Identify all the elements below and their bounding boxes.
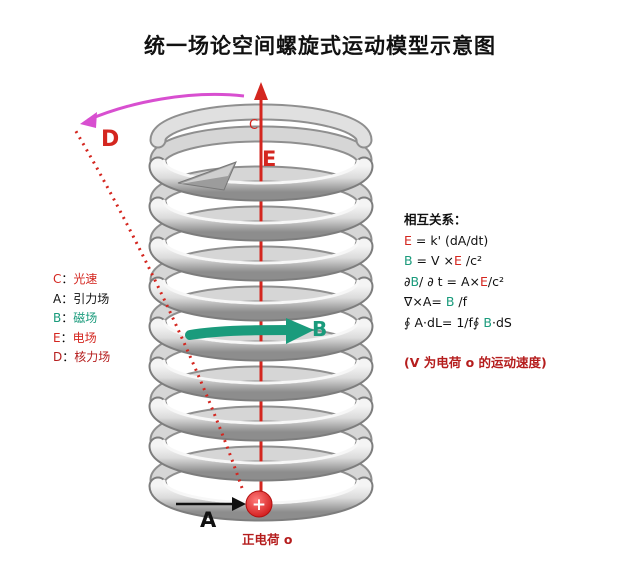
relation-text: ∇×A= [404, 294, 446, 309]
coil-front-tube [150, 358, 372, 400]
b-label: B [312, 317, 327, 341]
relation-text: ∮ A·dL= 1/f∮ [404, 314, 484, 330]
relation-3: ∂B/ ∂ t = A×E/c² [404, 272, 512, 293]
coil-highlight [162, 279, 360, 305]
symbol-e: E [404, 232, 412, 248]
legend-sep: ： [60, 330, 73, 345]
velocity-note: (V 为电荷 o 的运动速度) [404, 355, 547, 370]
coil-front-tube [150, 318, 372, 360]
legend-item-d: D：核力场 [53, 348, 110, 368]
charge-label: 正电荷 o [242, 532, 293, 547]
symbol-b: B [445, 294, 455, 309]
legend-text: 引力场 [73, 291, 110, 306]
coil-front-tube [150, 278, 372, 320]
legend-item-c: C：光速 [53, 270, 110, 290]
b-field-arrowhead [286, 318, 314, 344]
relation-text: = k' (dA/dt) [411, 232, 489, 248]
coil-front-tube [150, 238, 372, 280]
relation-text: /c² [487, 273, 505, 289]
legend-text: 磁场 [73, 311, 98, 325]
charge-plus-sign: + [252, 495, 266, 515]
diagram-title: 统一场论空间螺旋式运动模型示意图 [144, 34, 496, 58]
legend-sep: ： [62, 350, 75, 364]
e-field-arrowhead [254, 82, 268, 100]
coil-highlight [162, 439, 360, 465]
coil-front-tube [150, 398, 372, 440]
relation-4: ∇×A= B /f [404, 292, 512, 313]
relation-text: / ∂ t = A× [419, 273, 481, 289]
relation-text: ·dS [492, 314, 512, 330]
legend-key: D [53, 350, 63, 364]
relation-1: E = k' (dA/dt) [404, 231, 512, 252]
coil-front-tube [150, 158, 372, 200]
legend-item-b: B：磁场 [53, 309, 110, 329]
legend-item-a: A：引力场 [53, 290, 110, 310]
a-label: A [200, 508, 217, 532]
a-force-arrowhead [232, 497, 246, 511]
coil-highlight [162, 199, 360, 225]
coil-highlight [162, 399, 360, 425]
legend-text: 电场 [72, 330, 97, 345]
d-force-arc [87, 92, 245, 122]
d-dotted-path [72, 127, 244, 489]
symbol-b: B [404, 253, 413, 268]
coil-front-tube [150, 198, 372, 240]
legend: C：光速 A：引力场 B：磁场 E：电场 D：核力场 [53, 270, 110, 368]
relation-text: = V × [412, 253, 454, 268]
legend-text: 核力场 [74, 350, 111, 364]
symbol-b: B [410, 273, 420, 289]
relations-heading: 相互关系： [404, 212, 467, 227]
legend-sep: ： [61, 272, 74, 286]
relation-2: B = V ×E /c² [404, 251, 512, 272]
legend-key: C [53, 272, 62, 286]
e-label: E [262, 147, 276, 171]
legend-item-e: E：电场 [53, 329, 110, 349]
coil-front-tube [150, 438, 372, 480]
legend-key: E [53, 330, 61, 345]
positive-charge [245, 490, 273, 518]
symbol-b: B [483, 314, 492, 330]
legend-key: B [53, 311, 62, 325]
relation-5: ∮ A·dL= 1/f∮ B·dS [404, 313, 512, 334]
b-field-arrow [185, 325, 297, 340]
symbol-e: E [480, 273, 488, 289]
relation-text: /f [454, 294, 468, 309]
d-label: D [101, 127, 119, 152]
relation-text: /c² [461, 253, 482, 268]
coil-highlight [162, 239, 360, 265]
c-label: C [249, 118, 258, 133]
symbol-e: E [454, 253, 462, 268]
coil-highlight [162, 159, 360, 185]
relations-panel: 相互关系： E = k' (dA/dt) B = V ×E /c² ∂B/ ∂ … [404, 210, 512, 333]
legend-text: 光速 [73, 272, 98, 286]
legend-sep: ： [61, 291, 74, 306]
legend-key: A [53, 291, 62, 306]
coil-highlight [162, 319, 360, 345]
coil-highlight [162, 359, 360, 385]
relation-text: ∂ [404, 273, 411, 289]
legend-sep: ： [61, 311, 74, 325]
d-force-arrowhead [80, 112, 97, 128]
